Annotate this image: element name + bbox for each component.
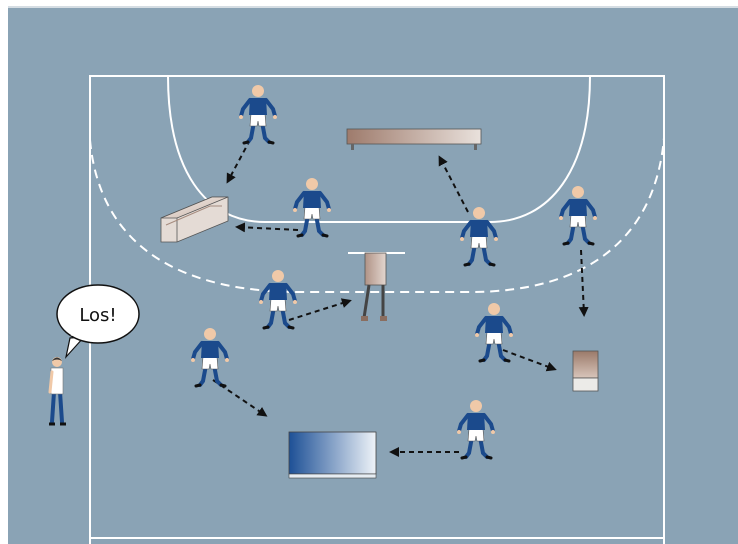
vaulting-buck: [348, 252, 405, 321]
arrow-to-bench: [438, 155, 469, 213]
free-throw-line: [89, 137, 665, 293]
small-box: [572, 350, 599, 392]
coach: [48, 357, 66, 426]
blue-mat: [288, 431, 377, 479]
arrow-to-small-box-low: [502, 349, 557, 372]
court-border-top: [8, 6, 738, 8]
goal-area-line: [167, 75, 591, 223]
speech-bubble: Los!: [56, 284, 140, 360]
arrow-to-box: [235, 222, 299, 233]
box: [160, 196, 229, 243]
arrow-to-buck: [288, 298, 352, 321]
arrow-to-small-box: [578, 249, 589, 317]
speech-text: Los!: [79, 305, 116, 326]
arrow-to-box-diagonal: [226, 139, 251, 184]
bench: [346, 128, 482, 150]
